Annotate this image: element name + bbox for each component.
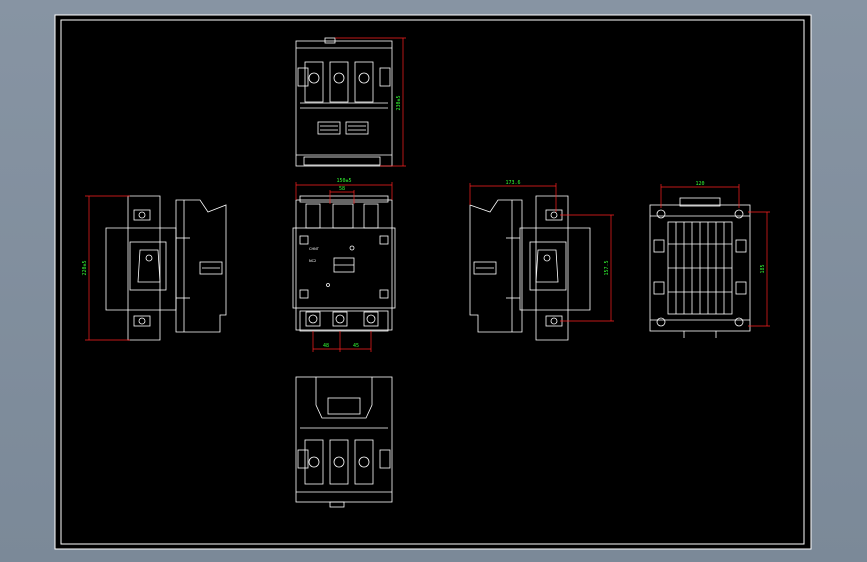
front-width-dimension [295,182,393,204]
front-bottom-left-label: 48 [323,343,329,349]
rear-height-dimension [748,211,770,327]
top-view [295,37,393,167]
front-top-small-label: 58 [339,186,345,192]
front-bottom-dimension [312,331,372,352]
right-height-label: 157.5 [604,260,610,275]
drawing-frame [60,19,805,545]
right-width-label: 173.6 [505,180,520,186]
rear-width-label: 120 [695,181,704,187]
nameplate-brand: CHNT [309,247,320,251]
rear-view [649,197,751,338]
drawing-sheet [54,14,812,550]
top-height-dimension [335,37,406,167]
right-width-dimension [469,183,557,212]
rear-height-label: 185 [760,264,766,273]
front-view [292,195,396,332]
front-bottom-right-label: 45 [353,343,359,349]
bottom-view [295,376,393,508]
left-height-label: 220±5 [82,260,88,275]
right-view [469,195,591,341]
left-view [105,195,227,341]
rear-width-dimension [660,184,740,208]
right-height-dimension [560,214,614,322]
front-width-label: 150±5 [336,178,351,184]
nameplate-model: NC2 [309,259,316,263]
top-height-label: 230±5 [396,95,402,110]
left-height-dimension [85,195,130,341]
